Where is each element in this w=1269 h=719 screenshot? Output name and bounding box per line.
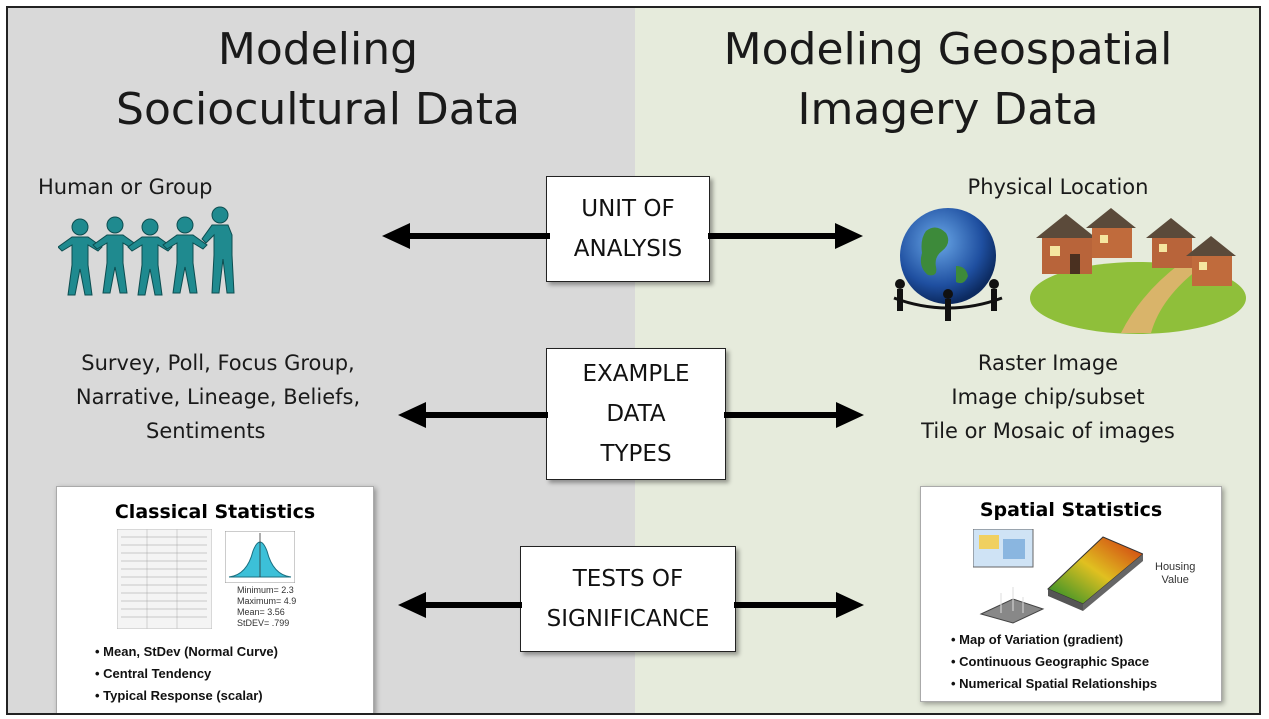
stats-mean: Mean= 3.56 bbox=[237, 607, 285, 617]
types-right-arrow bbox=[724, 402, 864, 428]
globe-icon bbox=[893, 208, 1003, 321]
people-chain-icon bbox=[58, 206, 235, 296]
stats-stdev: StDEV= .799 bbox=[237, 618, 290, 628]
left-data-types: Survey, Poll, Focus Group, Narrative, Li… bbox=[48, 346, 388, 448]
right-title-line1: Modeling Geospatial bbox=[723, 24, 1173, 75]
tests-box-line2: SIGNIFICANCE bbox=[546, 606, 710, 632]
right-unit-label: Physical Location bbox=[967, 175, 1149, 199]
types-box-line3: TYPES bbox=[600, 441, 672, 467]
spatial-bullet-2: • Continuous Geographic Space bbox=[951, 654, 1150, 669]
left-title: Modeling Sociocultural Data bbox=[28, 20, 608, 140]
right-data-types: Raster Image Image chip/subset Tile or M… bbox=[898, 346, 1198, 448]
right-data-types-line1: Raster Image bbox=[977, 351, 1119, 375]
right-title: Modeling Geospatial Imagery Data bbox=[648, 20, 1248, 140]
spatial-bullets: • Map of Variation (gradient) • Continuo… bbox=[951, 629, 1157, 695]
classical-statistics-card: Classical Statistics Minimum= 2.3 Maximu… bbox=[56, 486, 374, 713]
spatial-statistics-card: Spatial Statistics Housing Value • Map o… bbox=[920, 486, 1222, 702]
classical-bullets: • Mean, StDev (Normal Curve) • Central T… bbox=[95, 641, 278, 707]
spatial-bullet-3: • Numerical Spatial Relationships bbox=[951, 676, 1158, 691]
surface-plot-thumbnail bbox=[973, 529, 1143, 624]
types-box-line2: DATA bbox=[606, 401, 666, 427]
types-left-arrow bbox=[398, 402, 548, 428]
tests-box-line1: TESTS OF bbox=[572, 566, 684, 592]
left-data-types-line2: Narrative, Lineage, Beliefs, bbox=[75, 385, 361, 409]
right-title-line2: Imagery Data bbox=[797, 84, 1099, 135]
tests-left-arrow bbox=[398, 592, 522, 618]
right-data-types-line2: Image chip/subset bbox=[951, 385, 1145, 409]
houses-icon bbox=[1030, 208, 1246, 334]
stats-max: Maximum= 4.9 bbox=[237, 596, 297, 606]
left-title-line1: Modeling bbox=[217, 24, 419, 75]
unit-of-analysis-box: UNIT OF ANALYSIS bbox=[546, 176, 710, 282]
right-data-types-line3: Tile or Mosaic of images bbox=[921, 419, 1175, 443]
unit-box-line1: UNIT OF bbox=[581, 196, 675, 222]
example-data-types-box: EXAMPLE DATA TYPES bbox=[546, 348, 726, 480]
housing-value-label: Housing Value bbox=[1155, 561, 1195, 587]
tests-right-arrow bbox=[734, 592, 864, 618]
types-box-line1: EXAMPLE bbox=[582, 361, 690, 387]
classical-bullet-2: • Central Tendency bbox=[95, 666, 212, 681]
left-unit-label: Human or Group bbox=[38, 175, 213, 199]
housing-label-line1: Housing bbox=[1155, 561, 1196, 573]
unit-right-arrow bbox=[708, 223, 863, 249]
stats-min: Minimum= 2.3 bbox=[237, 585, 294, 595]
left-title-line2: Sociocultural Data bbox=[116, 84, 520, 135]
unit-left-arrow bbox=[382, 223, 550, 249]
classical-bullet-3: • Typical Response (scalar) bbox=[95, 688, 263, 703]
spatial-statistics-title: Spatial Statistics bbox=[979, 499, 1163, 521]
classical-statistics-title: Classical Statistics bbox=[114, 501, 316, 523]
tests-of-significance-box: TESTS OF SIGNIFICANCE bbox=[520, 546, 736, 652]
spatial-bullet-1: • Map of Variation (gradient) bbox=[951, 632, 1124, 647]
left-data-types-line1: Survey, Poll, Focus Group, bbox=[81, 351, 355, 375]
unit-box-line2: ANALYSIS bbox=[573, 236, 683, 262]
stats-summary: Minimum= 2.3 Maximum= 4.9 Mean= 3.56 StD… bbox=[237, 585, 296, 629]
housing-label-line2: Value bbox=[1161, 574, 1189, 586]
diagram-frame: Modeling Sociocultural Data Modeling Geo… bbox=[6, 6, 1261, 715]
normal-curve-thumbnail bbox=[225, 531, 295, 583]
data-table-thumbnail bbox=[117, 529, 212, 629]
classical-bullet-1: • Mean, StDev (Normal Curve) bbox=[95, 644, 278, 659]
left-data-types-line3: Sentiments bbox=[146, 419, 266, 443]
